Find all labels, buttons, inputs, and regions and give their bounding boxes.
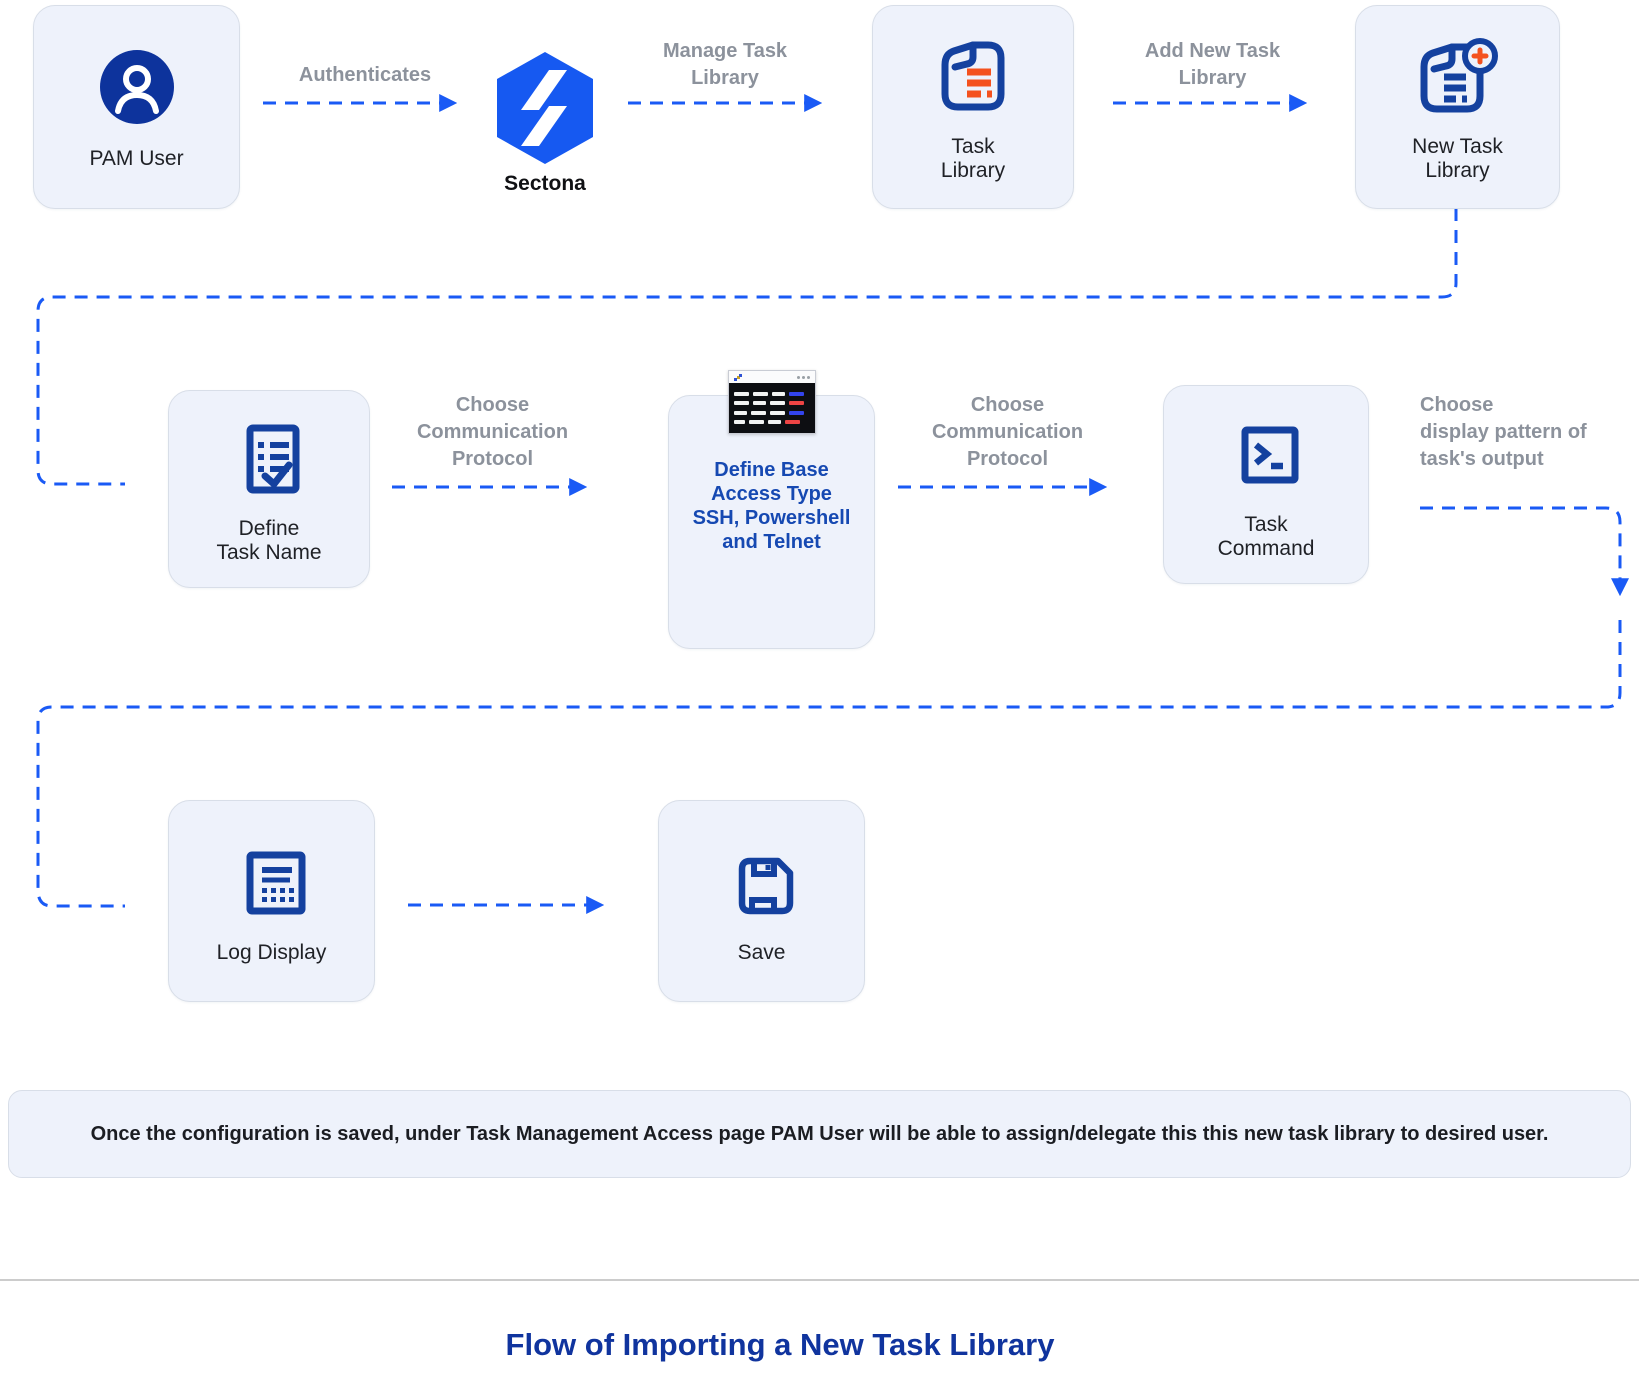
edge-label-choose-display-pattern: Choose display pattern of task's output xyxy=(1420,394,1587,470)
edge-label-manage-task-library: Manage Task Library xyxy=(662,40,788,89)
divider xyxy=(0,1279,1639,1281)
node-label: Sectona xyxy=(504,172,586,195)
node-define-task-name: Define Task Name xyxy=(168,390,370,588)
node-task-library: Task Library xyxy=(872,5,1074,209)
edge-label-add-new-task-library: Add New Task Library xyxy=(1144,40,1281,89)
note-box: Once the configuration is saved, under T… xyxy=(8,1090,1631,1178)
edge-label-choose-protocol-2: Choose Communication Protocol xyxy=(931,394,1084,470)
node-save: Save xyxy=(658,800,865,1002)
task-list-icon xyxy=(223,413,315,505)
node-label: New Task Library xyxy=(1412,135,1503,182)
connector-display-pattern xyxy=(1420,506,1629,597)
note-text: Once the configuration is saved, under T… xyxy=(90,1122,1549,1145)
node-label: Task Library xyxy=(940,135,1006,182)
document-add-icon xyxy=(1410,31,1506,123)
user-icon xyxy=(91,43,183,135)
node-task-command: Task Command xyxy=(1163,385,1369,584)
node-label: Log Display xyxy=(216,941,327,964)
page-title: Flow of Importing a New Task Library xyxy=(505,1327,1055,1362)
sectona-hexagon-icon xyxy=(493,50,597,166)
node-label: Task Command xyxy=(1217,512,1315,560)
terminal-body xyxy=(728,383,815,433)
node-new-task-library: New Task Library xyxy=(1355,5,1560,209)
terminal-prompt-icon xyxy=(1220,409,1312,501)
log-grid-icon xyxy=(226,837,318,929)
terminal-app-icon xyxy=(733,373,742,381)
edge-label-choose-protocol-1: Choose Communication Protocol xyxy=(416,394,569,470)
document-icon xyxy=(927,31,1019,123)
node-label: Define Task Name xyxy=(216,517,322,564)
node-pam-user: PAM User xyxy=(33,5,240,209)
node-define-base-access: Define Base Access Type SSH, Powershell … xyxy=(668,370,875,649)
window-dots-icon xyxy=(796,375,810,379)
node-log-display: Log Display xyxy=(168,800,375,1002)
node-label: Define Base Access Type SSH, Powershell … xyxy=(692,459,851,553)
edge-label-authenticates: Authenticates xyxy=(298,64,432,86)
terminal-window-image xyxy=(727,370,816,434)
node-sectona: Sectona xyxy=(475,50,615,196)
node-label: Save xyxy=(737,941,786,964)
floppy-disk-icon xyxy=(716,837,808,929)
node-label: PAM User xyxy=(89,147,184,170)
